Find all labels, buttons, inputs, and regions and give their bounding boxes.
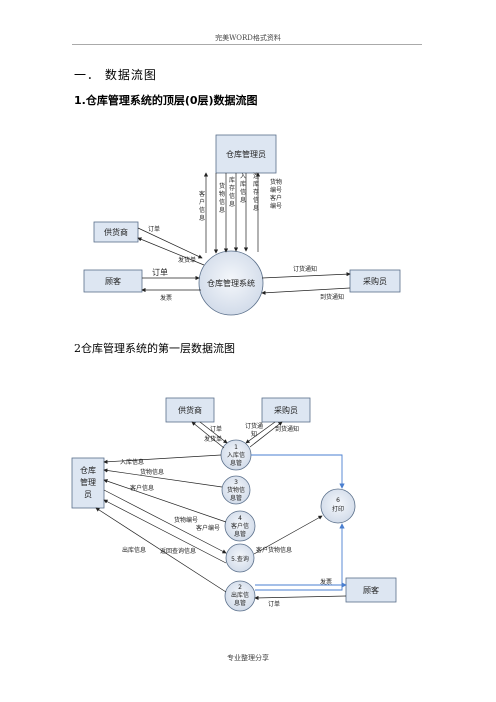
fig1-flow-query-info: 连库存信息: [253, 172, 259, 212]
fig2-process-5: [225, 543, 255, 573]
fig2-flow-buy-order: 订货通知: [245, 422, 263, 438]
fig2-p6-name: 打印: [332, 505, 344, 513]
fig2-flow-client-no: 客户编号: [196, 524, 220, 532]
fig2-flow-goods-no: 货物编号: [174, 516, 198, 524]
fig1-supplier-label: 供货商: [104, 227, 128, 237]
fig2-p2-name: 出库信息管: [231, 591, 249, 607]
fig1-flow-no-info: 货物编号客户编号: [270, 178, 282, 210]
fig2-supplier-box: [165, 397, 215, 423]
fig1-flow-cust-ship: 发票: [160, 294, 172, 302]
fig2-p6-num: 6: [336, 497, 340, 504]
fig1-supplier-box: [93, 221, 139, 243]
fig2-process-4: [224, 510, 256, 542]
fig2-customer-box: [345, 577, 397, 603]
fig2-p4-name: 客户信息管: [231, 522, 249, 538]
fig2-buyer-box: [261, 397, 311, 423]
fig1-system-process: [198, 250, 264, 316]
fig1-flow-cust-order: 订单: [152, 267, 168, 277]
page-footer: 专业整理分享: [227, 654, 269, 662]
fig2-flow-query: 返回查询信息: [160, 547, 196, 555]
fig2-p2-num: 2: [238, 584, 242, 591]
fig2-flow-sup-order: 订单: [210, 425, 222, 433]
fig1-customer-box: [83, 269, 143, 293]
fig1-title: 1.仓库管理系统的顶层(0层)数据流图: [74, 94, 258, 107]
fig1-manager-label: 仓库管理员: [226, 149, 266, 159]
fig2-flow-buy-arrive: 到货通知: [275, 425, 299, 433]
fig1-flow-buy-arrive: 到货通知: [320, 293, 344, 301]
fig2-supplier-label: 供货商: [178, 405, 202, 415]
fig1-customer-label: 顾客: [105, 276, 121, 286]
header-divider: [72, 44, 422, 45]
fig2-title: 2仓库管理系统的第一层数据流图: [74, 342, 235, 355]
fig2-flow-client-goods: 客户货物信息: [256, 546, 292, 554]
fig2-p5-name: 5.查询: [231, 555, 249, 563]
fig1-flow-sup-order: 订单: [148, 225, 160, 233]
fig2-p1-name: 入库信息管: [227, 451, 245, 467]
fig2-flow-in: 入库信息: [120, 458, 144, 466]
fig2-p1-num: 1: [234, 444, 238, 451]
fig2-manager-box: [71, 457, 105, 509]
fig2-buyer-label: 采购员: [274, 405, 298, 415]
page-header: 完美WORD格式资料: [215, 34, 281, 42]
fig1-flow-sup-ship: 发货单: [178, 256, 196, 264]
fig1-flow-goods-info: 货物信息: [219, 182, 225, 214]
fig1-system-label: 仓库管理系统: [207, 278, 255, 288]
fig2-customer-label: 顾客: [363, 585, 379, 595]
fig2-flow-client: 客户信息: [130, 484, 154, 492]
fig1-buyer-box: [349, 269, 401, 293]
fig2-manager-label: 仓库管理员: [80, 465, 96, 499]
fig1-flow-stock-info: 库存信息: [229, 176, 235, 208]
fig2-p4-num: 4: [238, 515, 242, 522]
fig2-flow-goods: 货物信息: [140, 468, 164, 476]
section-title: 一． 数据流图: [74, 68, 157, 82]
fig2-flow-out: 出库信息: [122, 546, 146, 554]
fig2-p3-num: 3: [234, 479, 238, 486]
fig2-flow-invoice: 发票: [320, 578, 332, 586]
fig1-flow-in-info: 入库信息: [240, 173, 246, 204]
fig2-process-6: [320, 488, 356, 524]
fig2-diagram: 供货商 采购员 仓库管理员 顾客 1 入库信息管 3 货物信息管 4 客户信息管…: [71, 397, 397, 612]
fig2-flow-sup-ship: 发货单: [204, 435, 222, 443]
fig1-flow-client-info: 客户信息: [199, 190, 205, 222]
fig2-flow-order: 订单: [268, 600, 280, 608]
fig1-buyer-label: 采购员: [363, 276, 387, 286]
fig2-process-3: [221, 475, 251, 505]
fig1-diagram: 仓库管理员 供货商 顾客 采购员 仓库管理系统 客户信息 货物信息 库存信息 入…: [83, 134, 401, 316]
fig1-flow-buy-order: 订货通知: [293, 265, 317, 273]
fig2-p3-name: 货物信息管: [227, 486, 245, 502]
